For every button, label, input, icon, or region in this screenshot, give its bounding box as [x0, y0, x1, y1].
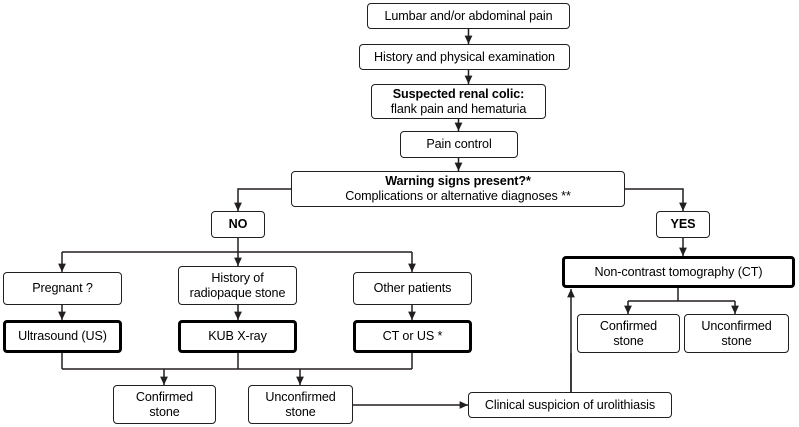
node-label-primary: Confirmed: [135, 389, 194, 404]
node-history-exam[interactable]: History and physical examination: [359, 44, 570, 70]
node-label-primary: Suspected renal colic:: [392, 86, 525, 101]
node-label-primary: Warning signs present?*: [385, 174, 531, 189]
node-label-secondary: radiopaque stone: [189, 285, 286, 300]
node-pain-control[interactable]: Pain control: [400, 131, 518, 158]
node-label-primary: Non-contrast tomography (CT): [594, 264, 763, 279]
node-label-primary: Unconfirmed: [701, 318, 772, 333]
node-label-secondary: stone: [721, 333, 752, 348]
node-ultrasound[interactable]: Ultrasound (US): [3, 320, 122, 353]
node-label-primary: Clinical suspicion of urolithiasis: [484, 397, 656, 412]
node-label-primary: NO: [228, 217, 248, 232]
node-label-primary: History of: [211, 270, 264, 285]
node-label-primary: YES: [670, 217, 696, 232]
node-label-secondary: stone: [613, 333, 644, 348]
node-label-primary: Pregnant ?: [32, 281, 93, 296]
node-no-branch[interactable]: NO: [211, 211, 265, 238]
node-label-primary: Lumbar and/or abdominal pain: [384, 8, 553, 23]
node-label-primary: Other patients: [373, 281, 452, 296]
node-label-secondary: stone: [285, 404, 316, 419]
node-label-secondary: flank pain and hematuria: [390, 101, 527, 116]
node-lumbar-pain[interactable]: Lumbar and/or abdominal pain: [367, 3, 570, 29]
node-kub-xray[interactable]: KUB X-ray: [178, 320, 297, 353]
node-suspected-renal-colic[interactable]: Suspected renal colic:flank pain and hem…: [371, 84, 546, 119]
node-label-primary: History and physical examination: [374, 49, 555, 64]
node-label-primary: Pain control: [426, 137, 492, 152]
connector-e-warning-yes: [625, 188, 687, 212]
node-pregnant[interactable]: Pregnant ?: [3, 272, 122, 305]
node-label-primary: CT or US *: [382, 329, 443, 344]
node-warning-signs[interactable]: Warning signs present?*Complications or …: [291, 171, 625, 207]
node-yes-branch[interactable]: YES: [656, 211, 710, 238]
node-label-primary: KUB X-ray: [208, 329, 267, 344]
node-label-primary: Unconfirmed: [265, 389, 336, 404]
edge-group: [58, 29, 739, 418]
node-non-contrast-ct[interactable]: Non-contrast tomography (CT): [562, 256, 795, 288]
node-label-primary: Ultrasound (US): [18, 329, 107, 344]
node-label-primary: Confirmed: [599, 318, 658, 333]
node-clinical-suspicion[interactable]: Clinical suspicion of urolithiasis: [468, 392, 672, 418]
connector-e-warning-no: [234, 188, 291, 212]
node-label-secondary: Complications or alternative diagnoses *…: [345, 189, 571, 203]
node-ct-or-us[interactable]: CT or US *: [353, 320, 472, 353]
node-other-patients[interactable]: Other patients: [353, 272, 472, 305]
node-label-secondary: stone: [149, 404, 180, 419]
